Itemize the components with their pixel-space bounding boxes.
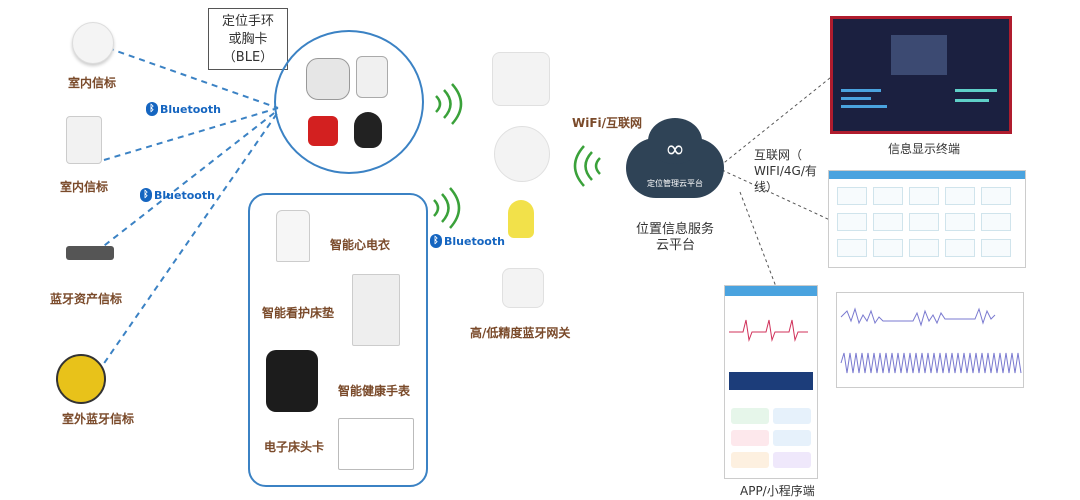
app-tile[interactable]: [773, 408, 811, 424]
app-ecg-chart: [729, 319, 808, 342]
monitor-tile: [837, 213, 867, 231]
link-outdoor-beacon: [97, 111, 279, 373]
wristband-icon: [306, 58, 350, 100]
internet-label-line3: 线）: [754, 180, 779, 194]
infinity-icon: ∞: [665, 135, 685, 163]
link-beacon-2: [103, 107, 279, 161]
monitor-tile: [981, 187, 1011, 205]
monitor-tile: [873, 187, 903, 205]
wifi-signal-icon: [433, 83, 601, 229]
app-banner: [729, 372, 813, 390]
indoor-beacon-box-icon: [66, 116, 102, 164]
ble-tag-line2: 或胸卡: [228, 32, 268, 47]
dashboard-bar: [841, 89, 881, 92]
mobile-app-screen: [724, 285, 818, 479]
cloud-inner-text: 定位管理云平台: [647, 179, 703, 188]
dashboard-bar: [955, 99, 989, 102]
monitor-tile: [981, 239, 1011, 257]
monitor-tile: [909, 187, 939, 205]
app-tile[interactable]: [773, 430, 811, 446]
link-cloud-app: [739, 191, 779, 293]
monitor-tile: [873, 239, 903, 257]
health-devices-group: [248, 193, 428, 487]
asset-beacon-label: 蓝牙资产信标: [50, 292, 123, 306]
app-tile[interactable]: [773, 452, 811, 468]
ble-tag-line3: （BLE）: [222, 50, 274, 65]
badge-card-icon: [356, 56, 388, 98]
bed-card-label: 电子床头卡: [264, 440, 325, 454]
cloud-caption-line2: 云平台: [656, 238, 696, 253]
gateway-plug-icon: [502, 268, 544, 308]
app-tile[interactable]: [731, 408, 769, 424]
ble-tag-callout: 定位手环 或胸卡 （BLE）: [208, 8, 288, 70]
link-beacon-1: [107, 47, 279, 109]
gateway-round-icon: [494, 126, 550, 182]
ble-tag-line1: 定位手环: [221, 14, 274, 29]
dashboard-bar: [841, 97, 871, 100]
gateway-square-icon: [492, 52, 550, 106]
asset-beacon-icon: [66, 246, 114, 260]
smartwatch-icon: [266, 350, 318, 412]
monitor-tile: [873, 213, 903, 231]
watch-label: 智能健康手表: [338, 384, 411, 398]
gateway-bulb-icon: [508, 200, 534, 238]
monitor-tile: [945, 239, 975, 257]
waveform-line-top: [840, 307, 996, 327]
app-header: [725, 286, 817, 296]
web-monitor-screen: [828, 170, 1026, 268]
waveform-screen: [836, 292, 1024, 388]
monitor-tile: [909, 213, 939, 231]
keyfob-tag-icon: [354, 112, 382, 148]
web-monitor-header: [829, 171, 1025, 179]
link-asset-beacon: [95, 109, 279, 253]
indoor-beacon-label-1: 室内信标: [68, 76, 117, 90]
app-tile[interactable]: [731, 430, 769, 446]
monitor-tile: [945, 187, 975, 205]
monitor-tile: [981, 213, 1011, 231]
gateway-label: 高/低精度蓝牙网关: [470, 326, 571, 340]
bed-card-icon: [338, 418, 414, 470]
internet-label-line1: 互联网（: [754, 148, 803, 162]
bed-pad-icon: [352, 274, 400, 346]
outdoor-beacon-icon: [56, 354, 106, 404]
monitor-tile: [837, 187, 867, 205]
dashboard-map-panel: [891, 35, 947, 75]
monitor-tile: [909, 239, 939, 257]
dashboard-screen: [830, 16, 1012, 134]
cloud-caption-line1: 位置信息服务: [636, 222, 715, 237]
app-terminal-label: APP/小程序端: [740, 484, 815, 498]
dashboard-bar: [841, 105, 887, 108]
bluetooth-icon: ᛒ: [430, 234, 442, 248]
app-tile[interactable]: [731, 452, 769, 468]
red-tag-icon: [308, 116, 338, 146]
indoor-beacon-label-2: 室内信标: [60, 180, 109, 194]
ecg-vest-label: 智能心电衣: [330, 238, 391, 252]
bluetooth-icon: ᛒ: [146, 102, 158, 116]
link-cloud-web: [721, 169, 831, 221]
indoor-beacon-round-icon: [72, 22, 114, 64]
monitor-tile: [945, 213, 975, 231]
wifi-internet-label: WiFi/互联网: [572, 116, 643, 130]
ecg-vest-icon: [276, 210, 310, 262]
bluetooth-icon: ᛒ: [140, 188, 152, 202]
link-cloud-dashboard: [719, 69, 841, 167]
waveform-chart: [840, 307, 1022, 374]
bed-pad-label: 智能看护床垫: [262, 306, 335, 320]
display-terminal-label: 信息显示终端: [888, 142, 961, 156]
cloud-platform-icon: ∞ 定位管理云平台: [626, 118, 724, 198]
monitor-tile: [837, 239, 867, 257]
internet-label-line2: WIFI/4G/有: [754, 164, 817, 178]
outdoor-beacon-label: 室外蓝牙信标: [62, 412, 135, 426]
dashboard-bar: [955, 89, 997, 92]
waveform-line-bottom: [840, 352, 1022, 374]
ble-wearables-group: [274, 30, 424, 174]
